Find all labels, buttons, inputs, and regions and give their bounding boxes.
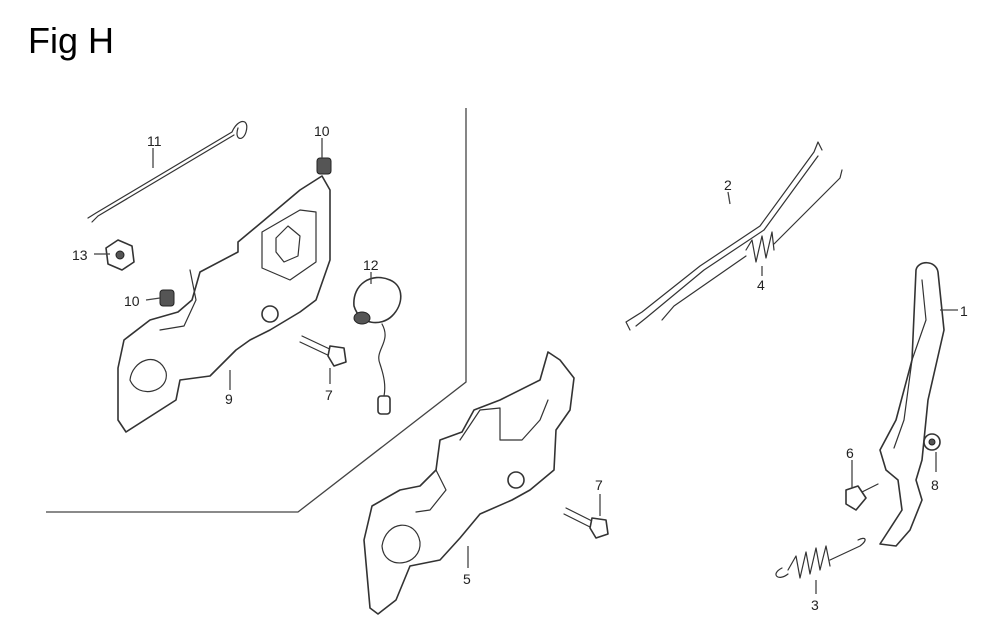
callout-6: 6 [846, 445, 854, 461]
inset-divider-line [46, 108, 467, 513]
callout-2: 2 [724, 177, 732, 193]
callout-10-lower: 10 [124, 293, 140, 309]
part-11-rod [87, 120, 248, 223]
part-7-bolt-inset [299, 335, 347, 367]
callout-11: 11 [147, 133, 162, 149]
part-7-bolt-main [563, 507, 609, 539]
part-13-clip [105, 239, 135, 271]
part-9-control-plate [117, 175, 331, 433]
callout-9: 9 [225, 391, 233, 407]
part-4-governor-spring [661, 169, 843, 321]
figure-title: Fig H [28, 20, 115, 61]
callout-8: 8 [931, 477, 939, 493]
part-2-governor-rod [625, 141, 823, 331]
part-8-nut [923, 433, 941, 451]
callout-13: 13 [72, 247, 88, 263]
callout-12: 12 [363, 257, 379, 273]
callout-1: 1 [960, 303, 968, 319]
callout-3: 3 [811, 597, 819, 613]
callout-4: 4 [757, 277, 765, 293]
callout-5: 5 [463, 571, 471, 587]
part-6-bolt [845, 483, 879, 511]
callout-10-upper: 10 [314, 123, 330, 139]
part-3-return-spring [775, 537, 866, 579]
part-10-nut-lower [159, 289, 175, 307]
part-5-control-plate [363, 351, 575, 615]
part-12-stop-switch [353, 276, 402, 415]
part-1-governor-arm [879, 261, 945, 547]
part-10-nut-upper [316, 157, 332, 175]
callout-7-main: 7 [595, 477, 603, 493]
callout-7-inset: 7 [325, 387, 333, 403]
